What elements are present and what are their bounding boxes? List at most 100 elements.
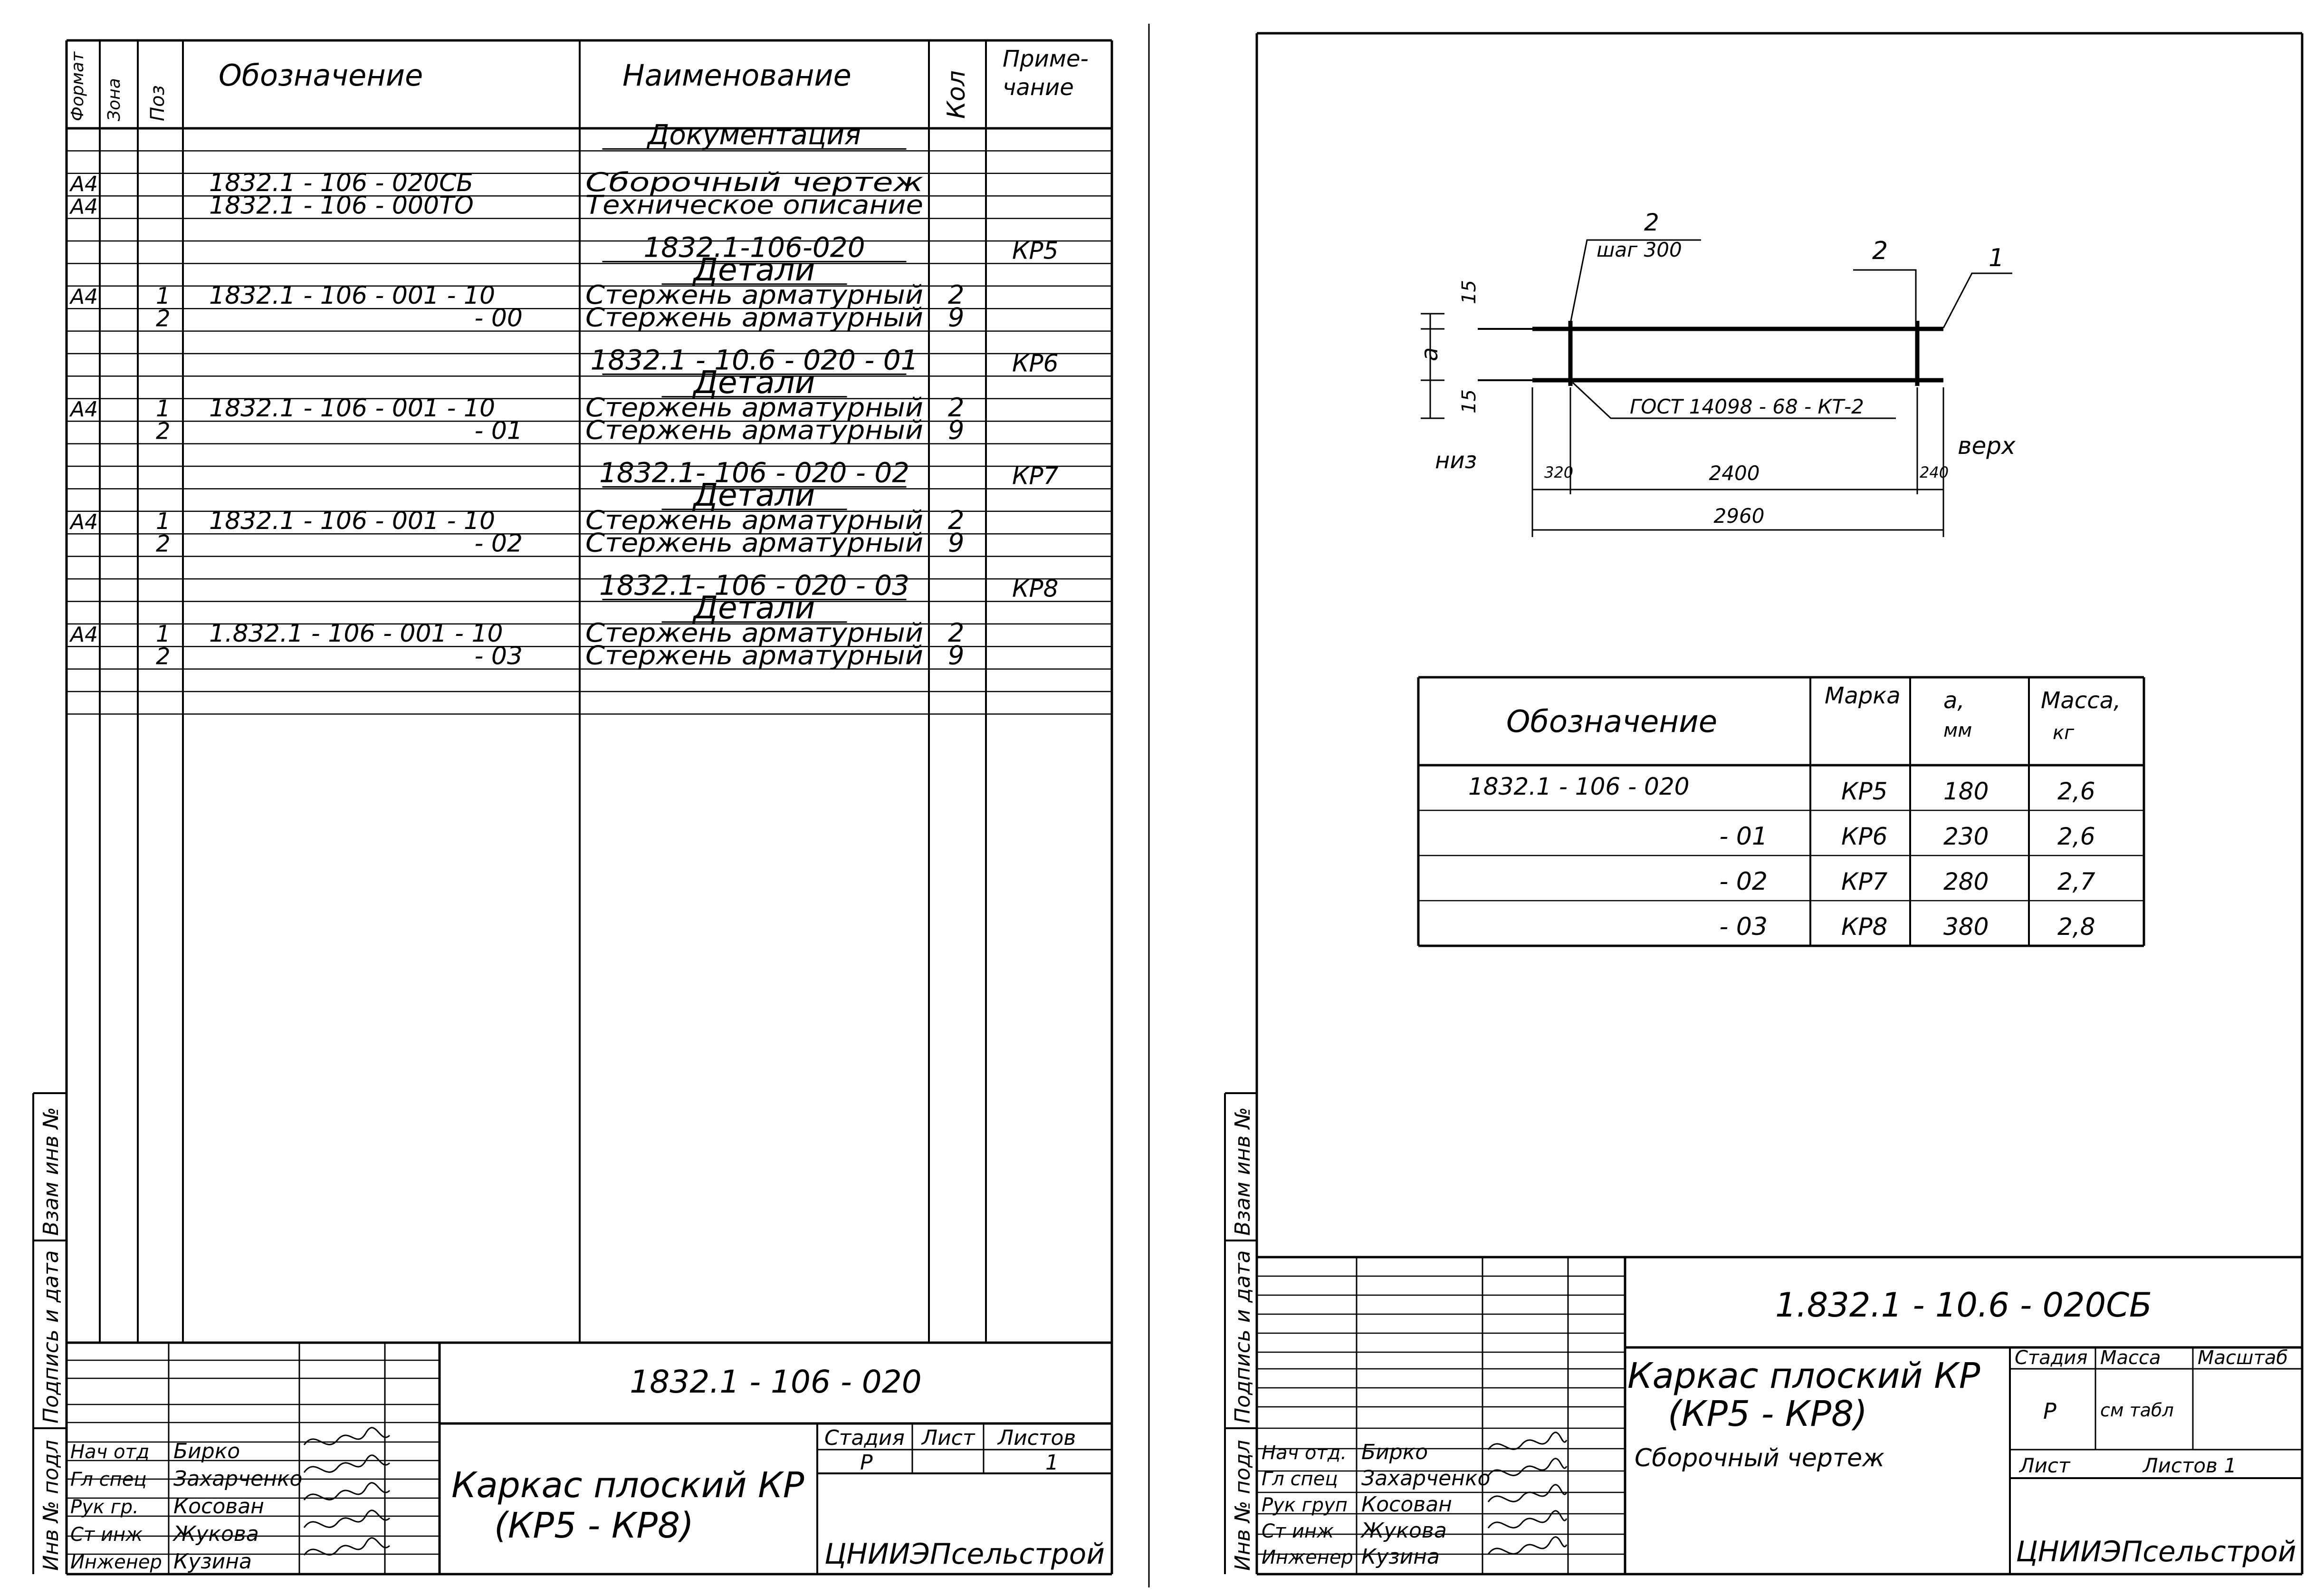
step-label: шаг 300 xyxy=(1597,238,1682,261)
dim-240: 240 xyxy=(1920,463,1949,481)
table-designation: - 02 xyxy=(1720,867,1768,896)
title-block-title: (КР5 - КР8) xyxy=(494,1505,694,1546)
sheets-value: 1 xyxy=(1045,1451,1059,1475)
row-section-title: Детали xyxy=(692,364,815,401)
pos-label: 1 xyxy=(1989,244,2004,272)
table-mass: 2,8 xyxy=(2057,913,2095,941)
stage-label: Стадия xyxy=(824,1426,905,1450)
table-designation: - 03 xyxy=(1720,913,1768,941)
table-a: 230 xyxy=(1943,823,1989,850)
header-qty: Кол xyxy=(942,70,971,119)
leader-pos2 xyxy=(1853,269,1917,323)
table-mass: 2,6 xyxy=(2057,778,2095,805)
dim-320: 320 xyxy=(1544,463,1573,481)
row-qty: 2 xyxy=(948,280,964,310)
row-designation: 1832.1 - 106 - 001 - 10 xyxy=(209,281,495,310)
header-note: Приме- xyxy=(1003,46,1089,72)
person-name: Бирко xyxy=(173,1439,240,1463)
table-header-designation: Обозначение xyxy=(1506,704,1717,740)
person-name: Захарченко xyxy=(1361,1466,1490,1490)
header-format: Формат xyxy=(68,51,87,121)
signature-icon xyxy=(1487,1432,1568,1450)
signature-icon xyxy=(1487,1458,1568,1476)
role-label: Ст инж xyxy=(1262,1520,1334,1542)
sheets-label: Листов 1 xyxy=(2142,1454,2237,1477)
person-name: Захарченко xyxy=(173,1467,302,1491)
table-header-a: а, xyxy=(1943,687,1965,714)
header-note: чание xyxy=(1003,74,1074,101)
table-mass: 2,7 xyxy=(2057,868,2095,895)
row-designation: 1.832.1 - 106 - 001 - 10 xyxy=(209,619,503,648)
table-a: 380 xyxy=(1943,913,1989,941)
signature-icon xyxy=(303,1427,391,1445)
row-designation: - 02 xyxy=(475,529,523,558)
pos-label: 2 xyxy=(1644,209,1659,236)
mass-label: Масса xyxy=(2100,1347,2161,1369)
person-name: Бирко xyxy=(1361,1440,1428,1464)
role-label: Рук гр. xyxy=(70,1496,139,1518)
table-a: 280 xyxy=(1943,868,1989,895)
header-zone: Зона xyxy=(105,78,124,121)
row-qty: 9 xyxy=(948,641,964,671)
side-label-inventory: Инв № подл xyxy=(39,1440,63,1571)
row-pos: 1 xyxy=(156,508,171,535)
person-name: Кузина xyxy=(173,1549,252,1574)
mass-value: см табл xyxy=(2100,1400,2174,1421)
signature-icon xyxy=(1487,1484,1568,1502)
role-label: Рук груп xyxy=(1262,1494,1348,1516)
row-designation: - 03 xyxy=(475,642,523,671)
header-designation: Обозначение xyxy=(219,58,423,93)
row-name: Стержень арматурный xyxy=(585,303,923,333)
dim-15-top: 15 xyxy=(1458,280,1480,304)
role-label: Нач отд xyxy=(70,1441,149,1463)
row-note: КР6 xyxy=(1012,349,1058,377)
row-note: КР8 xyxy=(1012,575,1058,602)
table-mark: КР7 xyxy=(1841,868,1888,895)
row-format: А4 xyxy=(69,510,98,534)
title-block-code: 1.832.1 - 10.6 - 020СБ xyxy=(1775,1286,2152,1325)
signature-icon xyxy=(303,1454,391,1473)
person-name: Косован xyxy=(1361,1492,1452,1517)
title-block-title: Каркас плоский КР xyxy=(1627,1356,1980,1396)
organization: ЦНИИЭПсельстрой xyxy=(2016,1535,2296,1568)
table-designation: 1832.1 - 106 - 020 xyxy=(1468,773,1689,800)
header-pos: Поз xyxy=(147,85,169,121)
person-name: Жукова xyxy=(172,1522,259,1546)
person-name: Жукова xyxy=(1360,1519,1447,1543)
row-section-title: Детали xyxy=(692,477,815,513)
signature-icon xyxy=(303,1509,391,1528)
row-designation: 1832.1 - 106 - 001 - 10 xyxy=(209,507,495,535)
person-name: Косован xyxy=(173,1494,264,1519)
organization: ЦНИИЭПсельстрой xyxy=(824,1538,1105,1571)
role-label: Гл спец xyxy=(1262,1468,1338,1490)
row-format: А4 xyxy=(69,285,98,309)
table-mass: 2,6 xyxy=(2057,823,2095,850)
table-a: 180 xyxy=(1943,778,1989,805)
row-note: КР7 xyxy=(1012,462,1059,490)
row-qty: 2 xyxy=(948,618,964,648)
table-header-mass: Масса, xyxy=(2041,687,2121,714)
sheets-label: Листов xyxy=(997,1426,1076,1450)
role-label: Гл спец xyxy=(70,1469,147,1490)
role-label: Инженер xyxy=(1262,1547,1353,1568)
role-label: Ст инж xyxy=(70,1524,143,1546)
role-label: Нач отд. xyxy=(1262,1442,1347,1464)
person-name: Кузина xyxy=(1361,1545,1440,1569)
row-pos: 2 xyxy=(156,531,171,558)
title-block-title: Каркас плоский КР xyxy=(451,1465,804,1506)
stage-value: Р xyxy=(860,1451,873,1475)
side-label-signature: Подпись и дата xyxy=(39,1250,63,1423)
leader-step xyxy=(1569,239,1701,324)
signature-icon xyxy=(1487,1510,1568,1529)
row-format: А4 xyxy=(69,623,98,647)
row-section-title: Детали xyxy=(692,589,815,626)
title-block-title: (КР5 - КР8) xyxy=(1668,1394,1867,1434)
row-pos: 2 xyxy=(156,306,171,332)
row-qty: 2 xyxy=(948,393,964,423)
role-label: Инженер xyxy=(70,1551,162,1573)
row-designation: 1832.1 - 106 - 001 - 10 xyxy=(209,394,495,423)
row-name: Стержень арматурный xyxy=(585,618,923,648)
scale-label: Масштаб xyxy=(2198,1347,2288,1369)
leader-weld xyxy=(1572,382,1896,419)
row-section-title: 1832.1 - 10.6 - 020 - 01 xyxy=(591,344,918,376)
